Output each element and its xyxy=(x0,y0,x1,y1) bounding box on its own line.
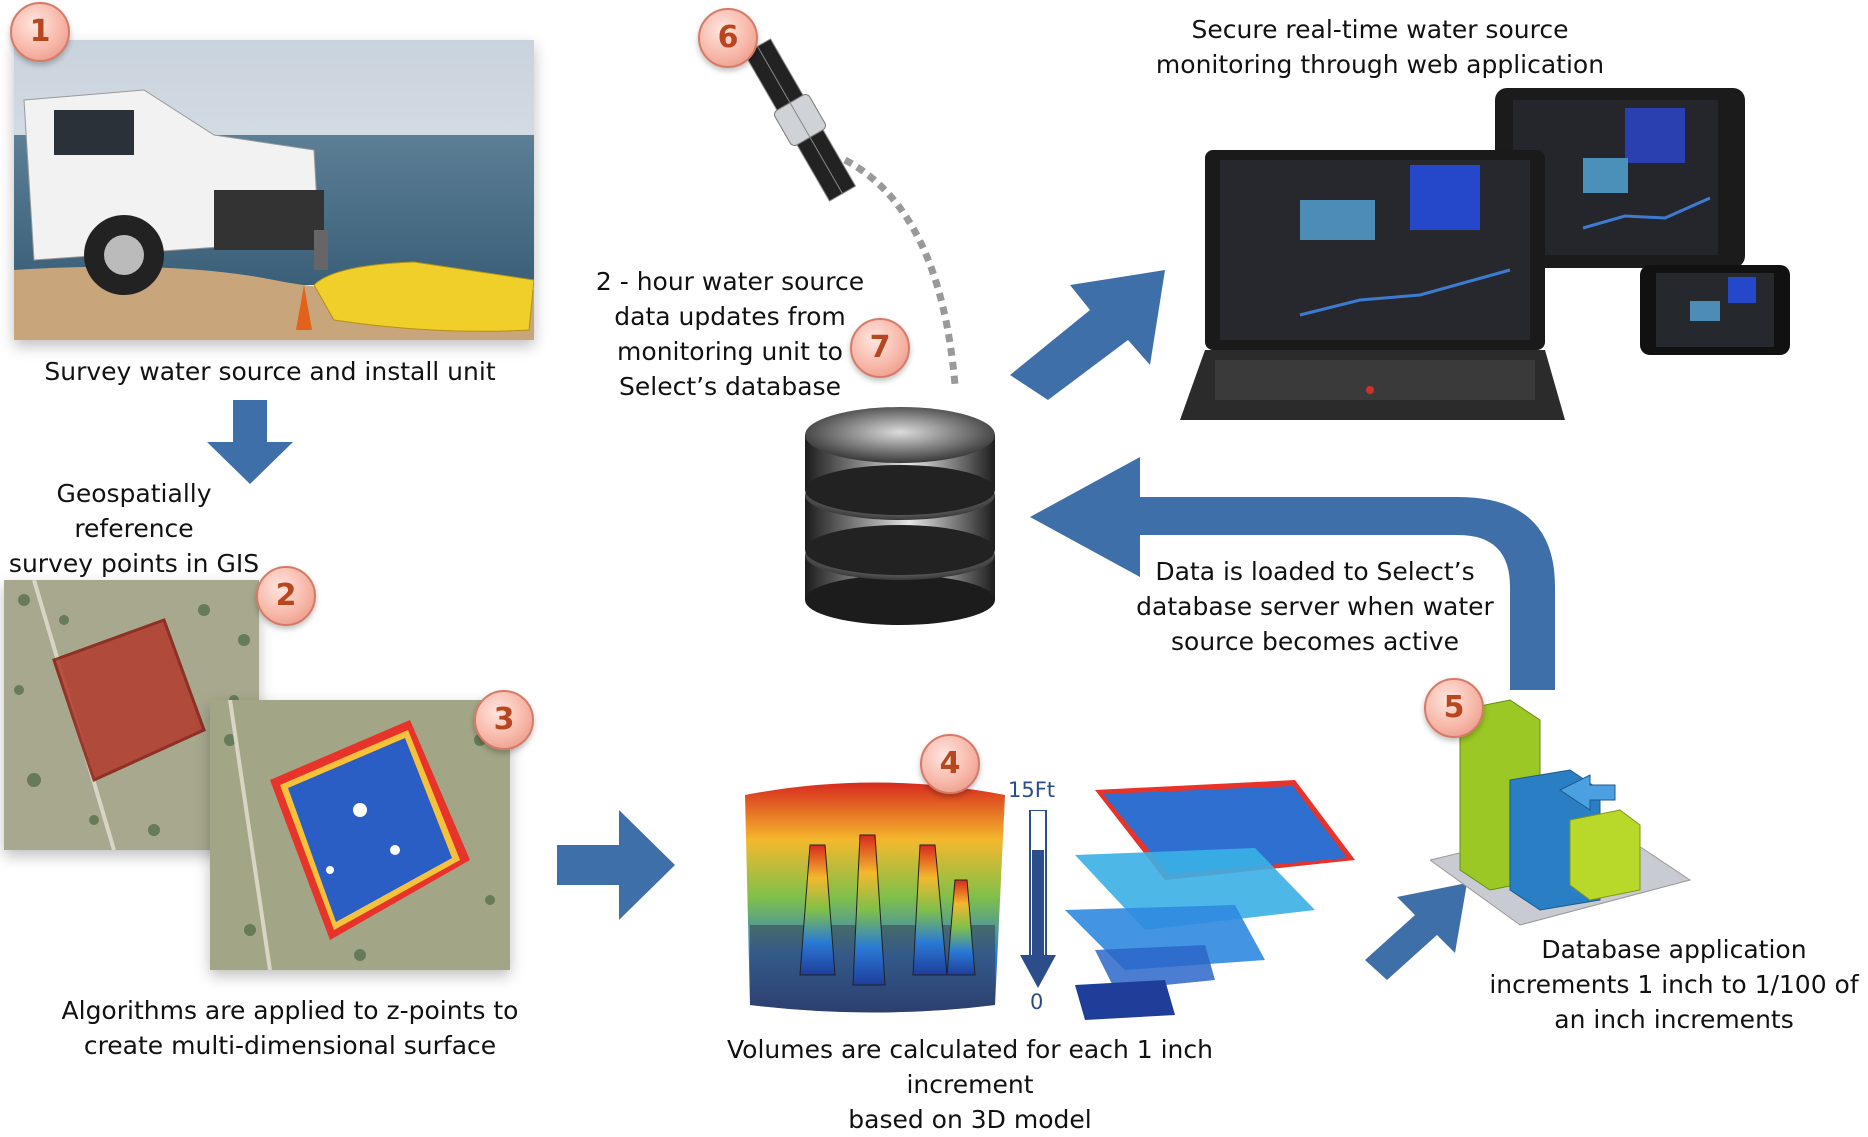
geo-line-1: Geospatially reference xyxy=(56,479,212,543)
up-right-arrow-icon xyxy=(1010,270,1165,400)
geo-line-2: survey points in GIS xyxy=(8,549,260,578)
database-app-icon xyxy=(1428,690,1700,930)
dbapp-caption: Database application increments 1 inch t… xyxy=(1480,932,1868,1037)
gis-surface-map xyxy=(210,700,510,970)
updates-caption: 2 - hour water source data updates from … xyxy=(575,264,885,404)
dbapp-line-3: an inch increments xyxy=(1554,1005,1794,1034)
step-5-badge: 5 xyxy=(1424,678,1484,738)
loaded-caption: Data is loaded to Select’s database serv… xyxy=(1130,554,1500,659)
diagonal-arrow-icon xyxy=(1365,883,1467,980)
secure-line-2: monitoring through web application xyxy=(1155,50,1605,79)
loaded-line-1: Data is loaded to Select’s xyxy=(1155,557,1475,586)
signal-dotted-line xyxy=(843,156,959,386)
step-4-badge: 4 xyxy=(920,734,980,794)
updates-line-3: monitoring unit to xyxy=(617,337,843,366)
secure-line-1: Secure real-time water source xyxy=(1191,15,1569,44)
updates-line-2: data updates from xyxy=(614,302,846,331)
step-3-badge: 3 xyxy=(474,690,534,750)
step-6-badge: 6 xyxy=(698,8,758,68)
laptop-device xyxy=(1180,150,1565,435)
secure-caption: Secure real-time water source monitoring… xyxy=(1140,12,1620,82)
geo-caption: Geospatially reference survey points in … xyxy=(0,476,268,581)
right-arrow-icon xyxy=(557,810,675,920)
updates-line-4: Select’s database xyxy=(619,372,841,401)
volumes-line-2: based on 3D model xyxy=(848,1105,1092,1134)
satellite-icon xyxy=(730,30,870,210)
volumes-line-1: Volumes are calculated for each 1 inch i… xyxy=(727,1035,1213,1099)
algo-line-1: Algorithms are applied to z-points to xyxy=(61,996,519,1025)
dbapp-line-1: Database application xyxy=(1541,935,1807,964)
survey-caption: Survey water source and install unit xyxy=(44,357,496,386)
phone-device xyxy=(1640,265,1790,355)
algo-caption: Algorithms are applied to z-points to cr… xyxy=(40,993,540,1063)
scale-bottom-label: 0 xyxy=(1030,990,1044,1014)
loaded-line-2: database server when water xyxy=(1136,592,1494,621)
depth-scale: 15Ft 0 xyxy=(1008,778,1068,1018)
database-cylinder-icon xyxy=(795,395,1015,635)
scale-top-label: 15Ft xyxy=(1008,778,1056,802)
survey-photo xyxy=(14,40,534,340)
step-7-badge: 7 xyxy=(850,318,910,378)
curved-return-arrow-icon xyxy=(1030,457,1555,690)
algo-line-2: create multi-dimensional surface xyxy=(83,1031,497,1060)
step-1-badge: 1 xyxy=(10,2,70,62)
volume-slices xyxy=(1055,770,1375,1040)
step-2-badge: 2 xyxy=(256,566,316,626)
down-arrow-icon xyxy=(207,400,293,484)
loaded-line-3: source becomes active xyxy=(1171,627,1459,656)
dbapp-line-2: increments 1 inch to 1/100 of xyxy=(1489,970,1859,999)
3d-model xyxy=(735,775,1015,1025)
updates-line-1: 2 - hour water source xyxy=(595,267,865,296)
volumes-caption: Volumes are calculated for each 1 inch i… xyxy=(670,1032,1270,1137)
tablet-device xyxy=(1495,88,1745,268)
